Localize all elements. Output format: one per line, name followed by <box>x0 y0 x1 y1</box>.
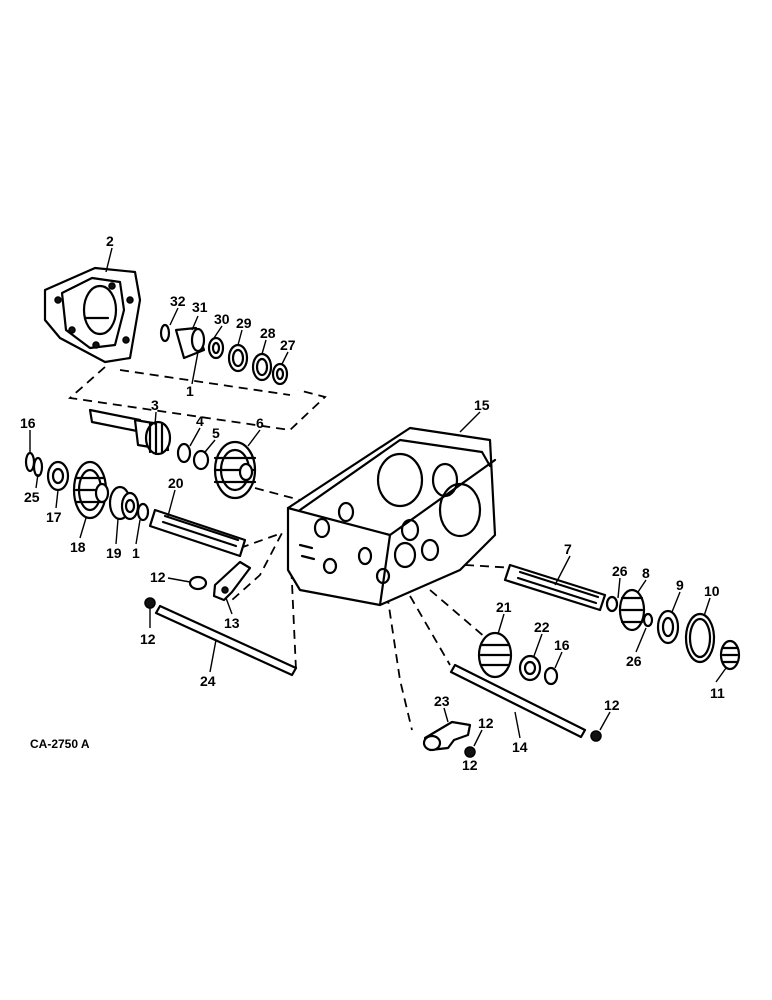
callout-9: 9 <box>676 577 684 593</box>
upper-shaft-parts <box>159 323 289 386</box>
callout-12-d: 12 <box>604 697 620 713</box>
transmission-housing-15 <box>286 426 497 607</box>
callout-24: 24 <box>200 673 216 689</box>
callout-12-a: 12 <box>150 569 166 585</box>
shift-rail-14 <box>449 663 602 742</box>
shift-fork-13 <box>188 560 252 602</box>
callout-21: 21 <box>496 599 512 615</box>
callout-31: 31 <box>192 299 208 315</box>
splined-shaft-20 <box>148 508 247 558</box>
small-rings-4-5 <box>176 442 210 471</box>
callout-3: 3 <box>151 397 159 413</box>
cover-plate-part <box>43 266 142 364</box>
input-shaft-part <box>88 408 172 456</box>
callout-4: 4 <box>196 413 204 429</box>
callout-19: 19 <box>106 545 122 561</box>
callout-12-c: 12 <box>478 715 494 731</box>
callout-12-e: 12 <box>462 757 478 773</box>
callout-18: 18 <box>70 539 86 555</box>
callout-30: 30 <box>214 311 230 327</box>
callout-29: 29 <box>236 315 252 331</box>
shift-fork-23 <box>422 720 476 758</box>
callout-27: 27 <box>280 337 296 353</box>
callout-17: 17 <box>46 509 62 525</box>
callout-26-lower: 26 <box>626 653 642 669</box>
callout-22: 22 <box>534 619 550 635</box>
callout-14: 14 <box>512 739 528 755</box>
output-shaft-7 <box>503 563 619 613</box>
shift-rail-24 <box>144 597 298 677</box>
callout-1-upper: 1 <box>186 383 194 399</box>
callout-15: 15 <box>474 397 490 413</box>
leader-lines <box>29 247 727 747</box>
callout-7: 7 <box>564 541 572 557</box>
gear-part-6 <box>213 440 257 500</box>
callout-11: 11 <box>710 685 725 701</box>
callout-23: 23 <box>434 693 450 709</box>
drawing-code: CA-2750 A <box>30 737 90 751</box>
callout-5: 5 <box>212 425 220 441</box>
callout-8: 8 <box>642 565 650 581</box>
callout-2: 2 <box>106 233 114 249</box>
left-gear-stack <box>24 451 150 522</box>
callout-20: 20 <box>168 475 184 491</box>
callout-12-b: 12 <box>140 631 156 647</box>
callout-labels: 2 32 31 30 29 28 27 1 3 4 5 6 16 25 17 1… <box>20 233 725 773</box>
callout-16-right: 16 <box>554 637 570 653</box>
callout-28: 28 <box>260 325 276 341</box>
callout-25: 25 <box>24 489 40 505</box>
callout-32: 32 <box>170 293 186 309</box>
callout-26-upper: 26 <box>612 563 628 579</box>
callout-10: 10 <box>704 583 720 599</box>
callout-6: 6 <box>256 415 264 431</box>
callout-16-left: 16 <box>20 415 36 431</box>
callout-1-lower: 1 <box>132 545 140 561</box>
lower-gear-stack <box>477 631 559 686</box>
callout-13: 13 <box>224 615 240 631</box>
right-gear-stack <box>618 588 741 671</box>
